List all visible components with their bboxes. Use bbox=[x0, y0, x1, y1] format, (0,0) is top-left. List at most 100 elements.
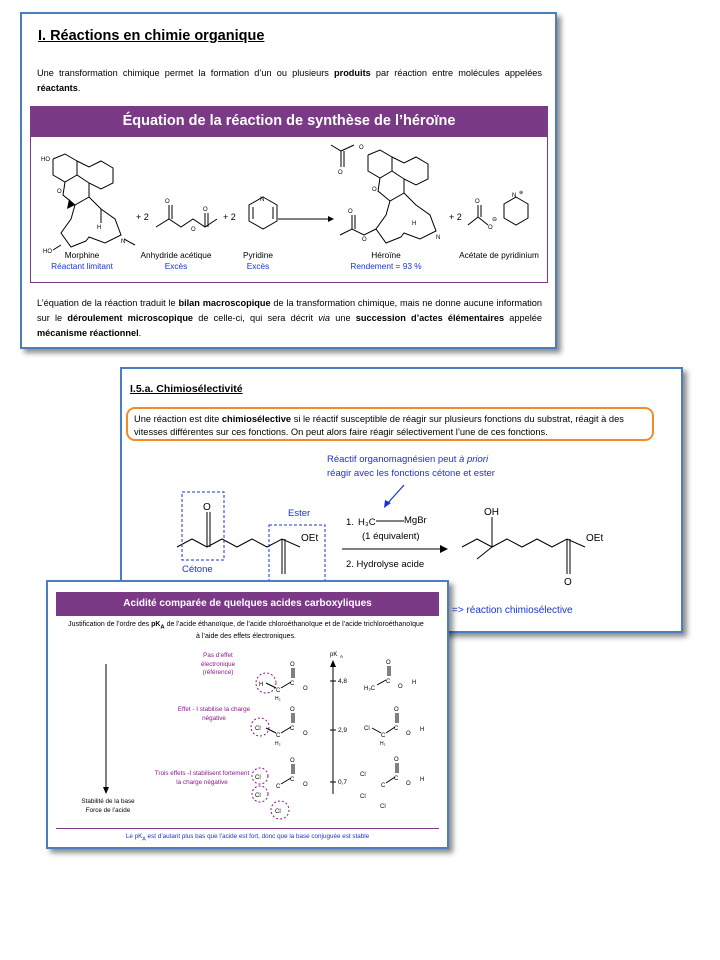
conclusion-text: => réaction chimiosélective bbox=[452, 605, 573, 616]
ketone-label: Cétone bbox=[182, 564, 213, 575]
atom-label: H₃C bbox=[364, 686, 376, 692]
atom-label: C bbox=[394, 726, 399, 732]
atom-label: Cl bbox=[364, 726, 370, 732]
atom-label: OEt bbox=[301, 533, 318, 544]
atom-label: C bbox=[290, 777, 295, 783]
acidity-intro: Justification de l’ordre des pKA de l’ac… bbox=[68, 620, 424, 642]
pka-tick-label: 2,9 bbox=[338, 727, 347, 734]
atom-label: N bbox=[260, 197, 264, 203]
outro-text: de celle-ci, qui sera décrit bbox=[193, 313, 319, 323]
atom-label: O bbox=[398, 684, 403, 690]
atom-label: C bbox=[290, 726, 295, 732]
ester-label: Ester bbox=[288, 508, 311, 519]
left-arrow-caption: Stabilité de la base Force de l’acide bbox=[68, 798, 148, 815]
pka-tick-label: 4,8 bbox=[338, 678, 347, 685]
chemoselectivity-scheme: O OEt 1. H₃C MgBr (1 équivalent) 2. Hydr… bbox=[176, 484, 603, 596]
intro-text: . bbox=[77, 83, 81, 93]
atom-label: O bbox=[564, 577, 572, 588]
atom-label: O bbox=[303, 686, 308, 692]
note-text: Réactif organomagnésien peut bbox=[327, 454, 460, 465]
species-name: Anhydride acétique bbox=[140, 250, 212, 260]
definition-text: si le réactif susceptible de réagir sur … bbox=[134, 414, 624, 437]
pyridinium-acetate-structure: O O ⊖ N ⊕ bbox=[467, 190, 529, 231]
footer-text: est d’autant plus bas que l’acide est fo… bbox=[145, 833, 370, 840]
atom-label: O bbox=[475, 199, 480, 205]
atom-label: O bbox=[203, 207, 208, 213]
atom-label: H bbox=[412, 680, 416, 686]
effect-label-1: Pas d’effet électronique (référence) bbox=[200, 652, 236, 676]
outro-bold: déroulement microscopique bbox=[67, 313, 194, 323]
intro-text: par réaction entre molécules appelées bbox=[370, 68, 543, 78]
outro-text: une bbox=[330, 313, 356, 323]
equation-scheme: HO O H N HO + 2 O O O + 2 bbox=[30, 137, 548, 283]
atom-label: H bbox=[97, 225, 101, 231]
atom-label: O bbox=[348, 209, 353, 215]
atom-label: O bbox=[203, 502, 211, 513]
atom-label: O bbox=[394, 707, 399, 713]
atom-label: H bbox=[412, 221, 416, 227]
atom-label: O bbox=[290, 662, 295, 668]
atom-label: HO bbox=[41, 157, 50, 163]
atom-label: Cl bbox=[380, 804, 386, 810]
atom-label: H bbox=[420, 777, 424, 783]
atom-label: OEt bbox=[586, 533, 603, 544]
outro-italic: via bbox=[318, 313, 331, 323]
atom-label: C bbox=[381, 783, 386, 789]
section-title: I. Réactions en chimie organique bbox=[38, 28, 265, 44]
equation-banner: Équation de la réaction de synthèse de l… bbox=[30, 106, 548, 137]
atom-label: O bbox=[290, 707, 295, 713]
intro-bold-products: produits bbox=[334, 68, 371, 78]
atom-label: C bbox=[381, 733, 386, 739]
axis-label: pK bbox=[330, 652, 337, 658]
coefficient: + 2 bbox=[136, 212, 149, 222]
atom-label: Cl bbox=[255, 775, 261, 781]
atom-label: OH bbox=[484, 507, 499, 518]
heroin-synthesis-card: I. Réactions en chimie organique Une tra… bbox=[20, 12, 557, 349]
outro-text: . bbox=[138, 328, 142, 338]
atom-label: O bbox=[290, 758, 295, 764]
outro-paragraph: L’équation de la réaction traduit le bil… bbox=[37, 296, 542, 341]
axis-subscript: A bbox=[340, 654, 343, 659]
footer-text: Le pK bbox=[125, 833, 143, 840]
atom-label: Cl bbox=[255, 726, 261, 732]
atom-label: O bbox=[372, 187, 377, 193]
atom-label: HO bbox=[43, 249, 52, 255]
effect-label-2: Effet - I stabilise la charge négative bbox=[177, 706, 251, 722]
step-label: 2. Hydrolyse acide bbox=[346, 559, 424, 570]
outro-text: appelée bbox=[504, 313, 542, 323]
atom-label: O bbox=[57, 189, 62, 195]
atom-label: O bbox=[406, 781, 411, 787]
species-note: Réactant limitant bbox=[51, 261, 113, 271]
definition-box: Une réaction est dite chimiosélective si… bbox=[126, 407, 654, 441]
note-italic: à priori bbox=[459, 454, 489, 465]
reagent-label: MgBr bbox=[404, 515, 427, 526]
acidity-footer: Le pKA est d’autant plus bas que l’acide… bbox=[56, 828, 439, 842]
atom-label: H bbox=[259, 682, 263, 688]
footer-subscript: A bbox=[142, 836, 146, 843]
definition-text: Une réaction est dite bbox=[134, 414, 222, 424]
atom-label: C bbox=[386, 679, 391, 685]
atom-label: Cl bbox=[275, 809, 281, 815]
intro-text: Justification de l’ordre des bbox=[68, 621, 152, 628]
morphine-structure: HO O H N HO bbox=[41, 153, 136, 255]
atom-label: O bbox=[406, 731, 411, 737]
section-title: I.5.a. Chimiosélectivité bbox=[130, 383, 243, 395]
atom-label: H₂ bbox=[275, 741, 281, 747]
intro-text: de l’acide éthanoïque, de l’acide chloro… bbox=[164, 621, 424, 641]
base-stability-label: Stabilité de la base bbox=[81, 798, 135, 805]
intro-paragraph: Une transformation chimique permet la fo… bbox=[37, 66, 542, 96]
acidity-scheme: pK A 4,8 2,9 0,7 H C H₂ C O O H₃C C O O … bbox=[103, 652, 424, 820]
reagent-label: H₃C bbox=[358, 517, 376, 528]
atom-label: O bbox=[303, 731, 308, 737]
species-note: Excès bbox=[246, 261, 270, 271]
reaction-arrow bbox=[278, 216, 334, 222]
heroin-structure: O O O H N O O bbox=[330, 144, 440, 244]
species-name: Pyridine bbox=[243, 250, 273, 260]
effect-label-3: Trois effets -I stabilisent fortement la… bbox=[154, 770, 250, 786]
equivalent-label: (1 équivalent) bbox=[362, 531, 420, 542]
atom-label: Cl bbox=[360, 772, 366, 778]
species-name: Acétate de pyridinium bbox=[459, 250, 539, 260]
atom-label: O bbox=[191, 227, 196, 233]
coefficient: + 2 bbox=[223, 212, 236, 222]
atom-label: H bbox=[420, 727, 424, 733]
